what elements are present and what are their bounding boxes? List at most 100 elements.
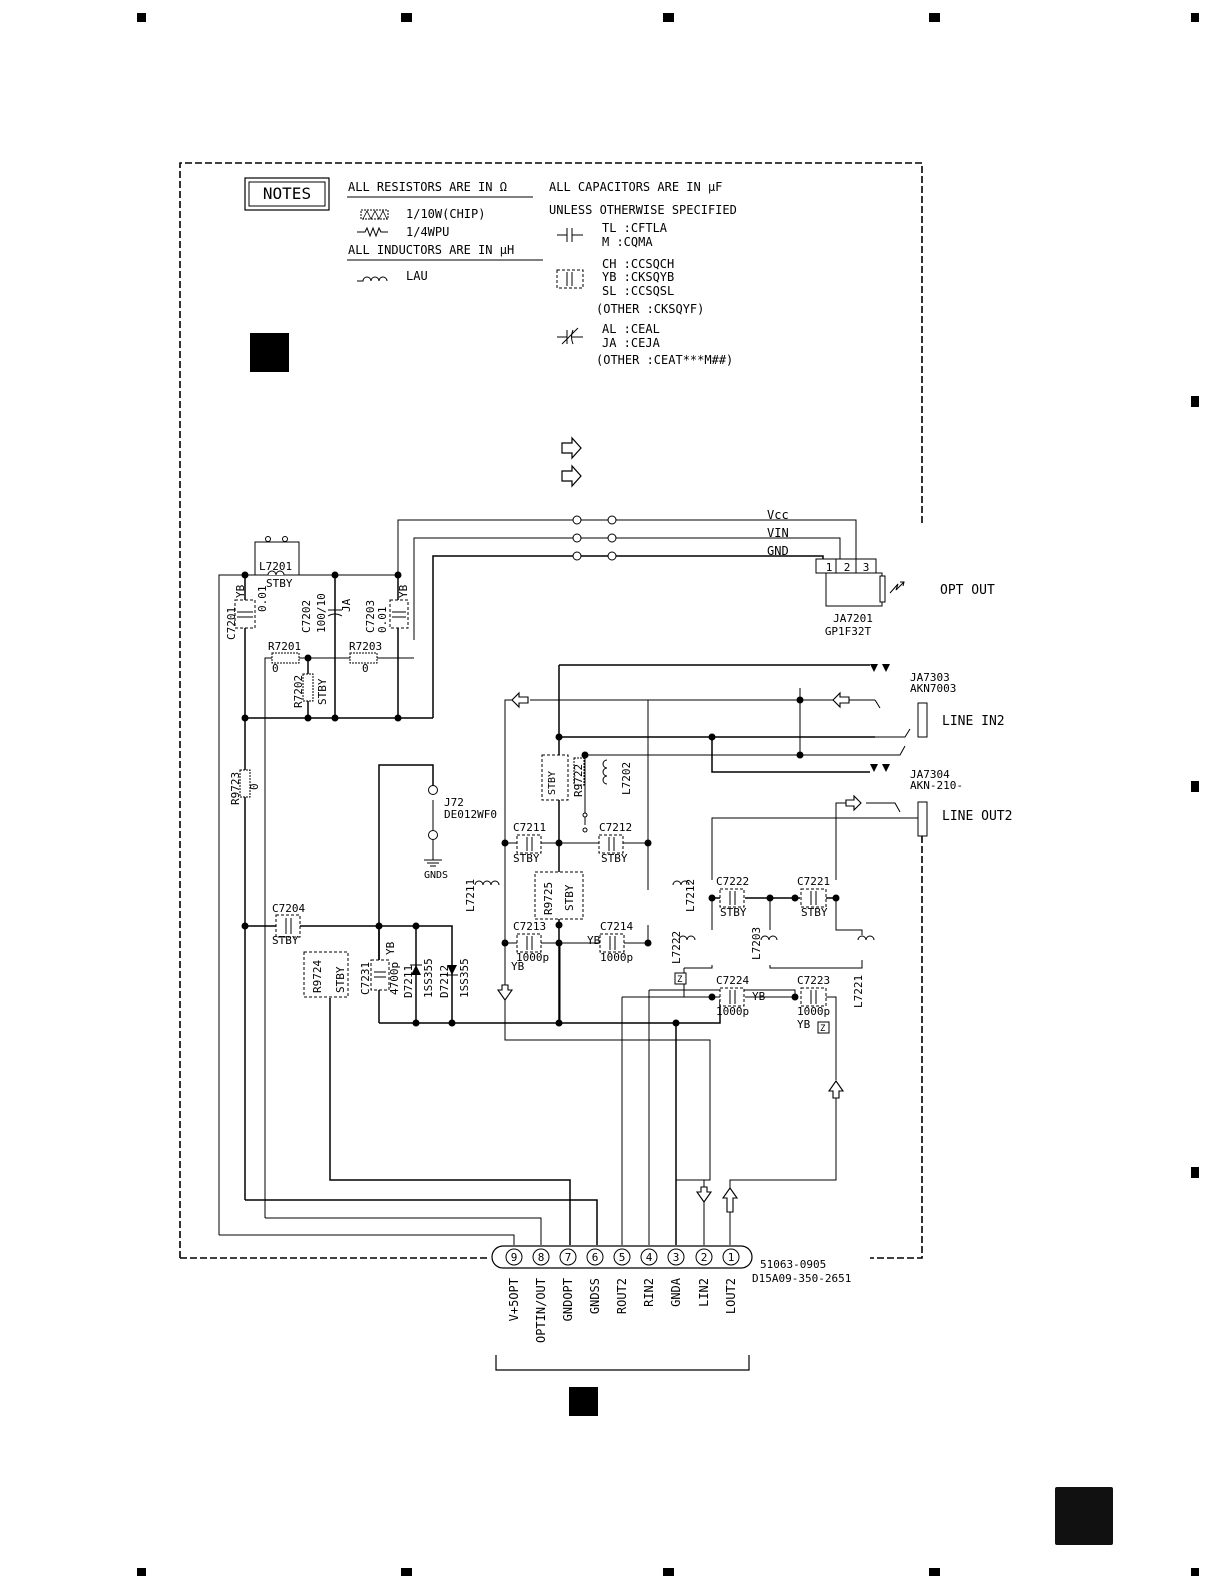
c7224-type: YB [752,990,766,1003]
c7223-type: YB [797,1018,811,1031]
zener-mark-1: Z [677,975,683,985]
stby-note-r9722: STBY [547,771,558,795]
c7204-note: STBY [272,934,299,947]
cap-ceramic-yb: YB :CKSQYB [602,270,674,284]
protection-components: C7204 STBY R9724 STBY C7231 YB 4700p D72… [272,902,471,998]
power-components: L7201 STBY C7201 YB 0.01 C7202 100/10 JA… [225,560,410,805]
optical-module: Vcc VIN GND 1 2 3 JA7201 GP1F32T OPT OUT [767,508,995,638]
c7202-type: JA [340,598,353,612]
r7201-val: 0 [272,662,279,675]
inductor-icon [357,276,388,282]
cap-ceramic-other: (OTHER :CKSQYF) [596,302,704,316]
connector-signal-gndopt: GNDOPT [561,1278,575,1321]
c7222-ref: C7222 [716,875,749,888]
connector-signal-rin2: RIN2 [642,1278,656,1307]
c7231-type: YB [384,941,397,955]
l7201-note: STBY [266,577,293,590]
cap-film-tl: TL :CFTLA [602,221,668,235]
electrolytic-capacitor-icon [557,327,583,345]
c7213-ref: C7213 [513,920,546,933]
net-gnd: GND [767,544,789,558]
connector-signal-gndss: GNDSS [588,1278,602,1314]
j72-ref: J72 [444,796,464,809]
r7203-val: 0 [362,662,369,675]
jack-out-part: AKN-210- [910,779,963,792]
chip-resistor-icon [360,209,389,220]
connector-pin-7: 7 [565,1251,572,1264]
d7211-part: 1SS355 [422,958,435,998]
section-marker-block-bottom [569,1387,598,1416]
connector-pin-ring-8 [532,1248,550,1266]
cap-ceramic-sl: SL :CCSQSL [602,284,674,298]
r9725-note: STBY [563,884,576,911]
c7213-val: 1000p [516,951,549,964]
connector-signal-rout2: ROUT2 [615,1278,629,1314]
connector-pin-ring-9 [505,1248,523,1266]
connector-pin-ring-5 [613,1248,631,1266]
c7221-ref: C7221 [797,875,830,888]
c7214-ref: C7214 [600,920,633,933]
l7222-ref: L7222 [670,931,683,964]
opt-out-label: OPT OUT [940,583,995,598]
jack-out-label: LINE OUT2 [942,809,1012,824]
jack-out-ref: JA7304 [910,768,950,781]
l7211-ref: L7211 [464,879,477,912]
c7211-note: STBY [513,852,540,865]
c7223-ref: C7223 [797,974,830,987]
jack-in-label: LINE IN2 [942,714,1005,729]
notes-legend: NOTES ALL RESISTORS ARE IN Ω 1/10W(CHIP)… [244,177,737,367]
c7221-note: STBY [801,906,828,919]
section-marker-block [250,333,289,372]
opt-pin-2: 2 [844,561,851,574]
l7202-ref: L7202 [620,762,633,795]
r7201-ref: R7201 [268,640,301,653]
light-emission-icon [889,581,905,594]
c7231-ref: C7231 [359,962,372,995]
film-capacitor-icon [557,228,583,242]
connector-pin-5: 5 [619,1251,626,1264]
r9723-val: 0 [248,783,261,790]
r9724-ref: R9724 [311,960,324,993]
j72-part: DE012WF0 [444,808,497,821]
left-channel-components: STBY R9722 L7202 C7211 STBY C7212 STBY L… [464,754,697,973]
capacitors-header: ALL CAPACITORS ARE IN µF [549,180,722,194]
c7212-ref: C7212 [599,821,632,834]
c7214-type: YB [587,934,601,947]
connector-pin-9: 9 [511,1251,518,1264]
c7224-val: 1000p [716,1005,749,1018]
connector-pin-ring-7 [559,1248,577,1266]
c7203-type: YB [397,584,410,598]
net-vcc: Vcc [767,508,789,522]
board-outline [179,162,923,1259]
r9724-note: STBY [334,966,347,993]
c7211-ref: C7211 [513,821,546,834]
l7201-ref: L7201 [259,560,292,573]
connector-pin-4: 4 [646,1251,653,1264]
connector-pin-1: 1 [728,1251,735,1264]
cap-ceramic-ch: CH :CCSQCH [602,257,674,271]
c7213-type: YB [511,960,525,973]
cap-elec-other: (OTHER :CEAT***M##) [596,353,733,367]
connector-signal-optin-out: OPTIN/OUT [534,1278,548,1343]
ground-icon [424,859,442,867]
c7212-note: STBY [601,852,628,865]
capacitors-sub: UNLESS OTHERWISE SPECIFIED [549,203,737,217]
c7202-ref: C7202 [300,600,313,633]
connector-pin-3: 3 [673,1251,680,1264]
notes-label: NOTES [263,184,311,203]
d7212-ref: D7212 [438,965,451,998]
cap-film-m: M :CQMA [602,235,653,249]
jack-in-ref: JA7303 [910,671,950,684]
resistors-header: ALL RESISTORS ARE IN Ω [348,180,507,194]
c7204-ref: C7204 [272,902,305,915]
l7212-ref: L7212 [684,879,697,912]
c7201-ref: C7201 [225,607,238,640]
ind-lau-label: LAU [406,269,428,283]
connector-signal-lout2: LOUT2 [724,1278,738,1314]
res-chip-label: 1/10W(CHIP) [406,207,485,221]
c7222-note: STBY [720,906,747,919]
line-jacks: JA7303 AKN7003 LINE IN2 JA7304 AKN-210- … [866,664,1012,837]
